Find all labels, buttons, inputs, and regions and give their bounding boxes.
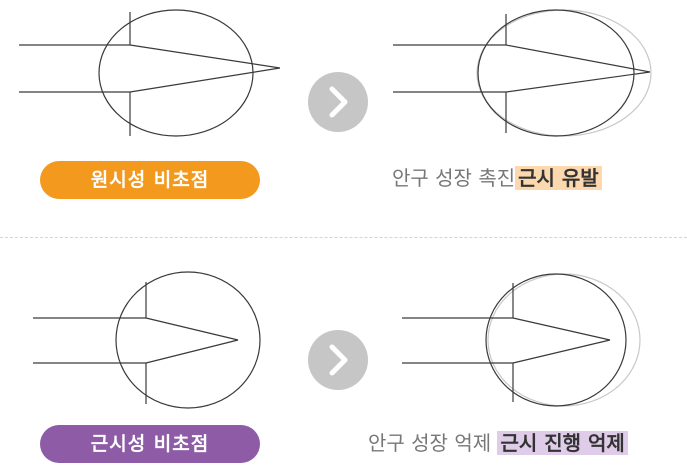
chevron-right-icon — [329, 344, 348, 376]
caption-prefix: 안구 성장 촉진 — [392, 166, 516, 190]
next-arrow-top — [308, 72, 368, 132]
myopic-defocus-label: 근시성 비초점 — [40, 425, 260, 463]
hyperopic-defocus-label: 원시성 비초점 — [40, 161, 260, 199]
row-divider — [0, 237, 687, 238]
caption-highlight: 근시 진행 억제 — [497, 431, 628, 455]
caption-highlight: 근시 유발 — [515, 166, 602, 190]
eye-hyperopic-after — [393, 9, 652, 137]
eye-myopic-after — [402, 273, 641, 407]
caption-prefix: 안구 성장 억제 — [368, 431, 492, 455]
next-arrow-bottom — [308, 330, 368, 390]
myopic-result-caption: 안구 성장 억제 근시 진행 억제 — [368, 428, 628, 458]
chevron-right-icon — [329, 86, 348, 118]
eye-myopic-before — [33, 271, 261, 409]
eye-hyperopic-before — [19, 9, 281, 137]
